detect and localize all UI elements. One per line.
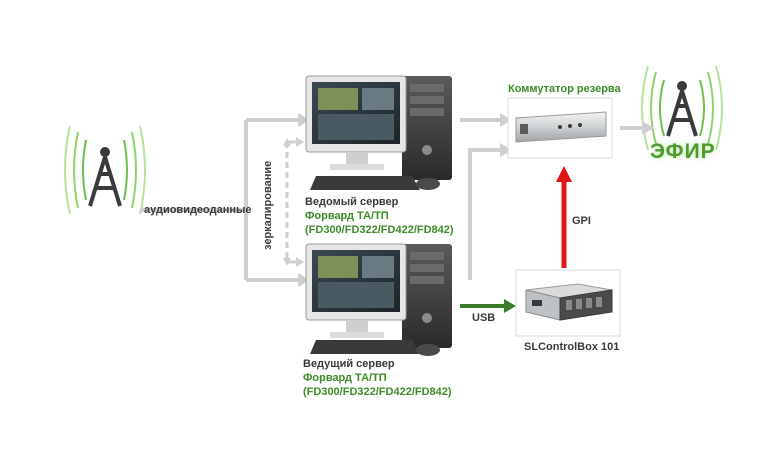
air-label: ЭФИР — [650, 140, 716, 163]
switch-device-icon — [507, 97, 613, 159]
slave-server-model: Форвард ТА/ТП — [305, 210, 389, 222]
slave-server-variants: (FD300/FD322/FD422/FD842) — [305, 224, 454, 236]
master-server-title: Ведущий сервер — [303, 358, 395, 370]
gpi-arrow — [556, 166, 572, 268]
audio-video-label: аудиовидеоданные — [144, 204, 252, 216]
usb-label: USB — [472, 312, 496, 324]
controlbox-label: SLControlBox 101 — [524, 341, 620, 353]
switch-label: Коммутатор резерва — [508, 83, 621, 95]
slave-server-title: Ведомый сервер — [305, 196, 399, 208]
controlbox-device-icon — [515, 269, 621, 337]
computer-slave-icon — [305, 75, 452, 190]
master-server-variants: (FD300/FD322/FD422/FD842) — [303, 386, 452, 398]
usb-arrow — [460, 299, 516, 313]
gray-arrowheads — [283, 113, 654, 287]
antenna-right-icon — [641, 65, 723, 151]
master-server-model: Форвард ТА/ТП — [303, 372, 387, 384]
gray-connectors — [140, 118, 642, 282]
gpi-label: GPI — [572, 215, 591, 227]
antenna-left-icon — [64, 125, 146, 215]
mirroring-label: зеркалирование — [262, 160, 274, 250]
computer-master-icon — [305, 243, 452, 356]
